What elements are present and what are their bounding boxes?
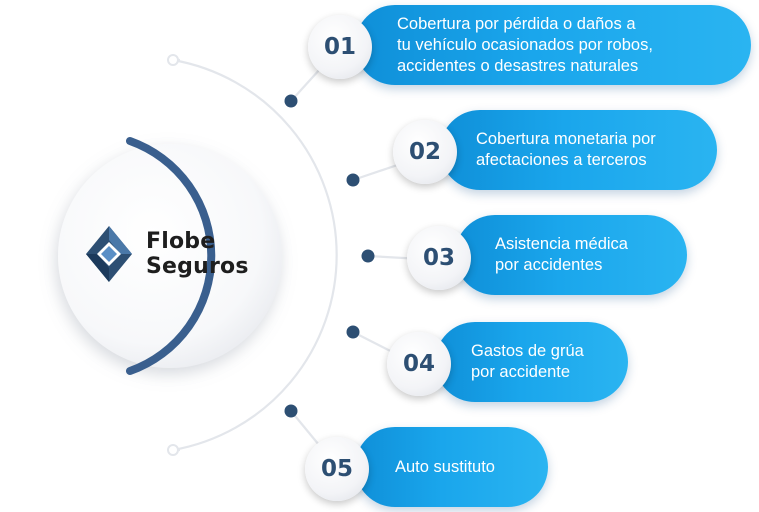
arc-end-node-top [167, 54, 179, 66]
benefit-number-03: 03 [407, 226, 471, 290]
benefit-number-02: 02 [393, 120, 457, 184]
benefit-text-05: Auto sustituto [395, 457, 495, 476]
logo-accent-arc [126, 137, 216, 375]
brand-logo: Flobe Seguros [86, 226, 249, 282]
brand-name-line2: Seguros [146, 254, 249, 279]
diamond-logo-icon [86, 226, 132, 282]
benefit-pill-03: Asistencia médica por accidentes [455, 215, 687, 295]
benefit-number-01: 01 [308, 15, 372, 79]
benefit-text-01: Cobertura por pérdida o daños a tu vehíc… [397, 14, 653, 75]
logo-disc [58, 144, 282, 368]
benefit-text-04: Gastos de grúa por accidente [471, 342, 584, 381]
benefit-pill-02: Cobertura monetaria por afectaciones a t… [440, 110, 717, 190]
benefit-text-02: Cobertura monetaria por afectaciones a t… [476, 130, 656, 169]
benefit-number-04: 04 [387, 332, 451, 396]
benefit-text-03: Asistencia médica por accidentes [495, 235, 628, 274]
arc-dots [284, 94, 375, 418]
brand-name: Flobe Seguros [146, 229, 249, 279]
benefit-number-05: 05 [305, 437, 369, 501]
arc-end-node-bottom [167, 444, 179, 456]
benefit-pill-01: Cobertura por pérdida o daños a tu vehíc… [355, 5, 751, 85]
connector-arc [172, 58, 338, 452]
benefit-pill-05: Auto sustituto [355, 427, 548, 507]
benefit-pill-04: Gastos de grúa por accidente [435, 322, 628, 402]
brand-name-line1: Flobe [146, 229, 216, 254]
